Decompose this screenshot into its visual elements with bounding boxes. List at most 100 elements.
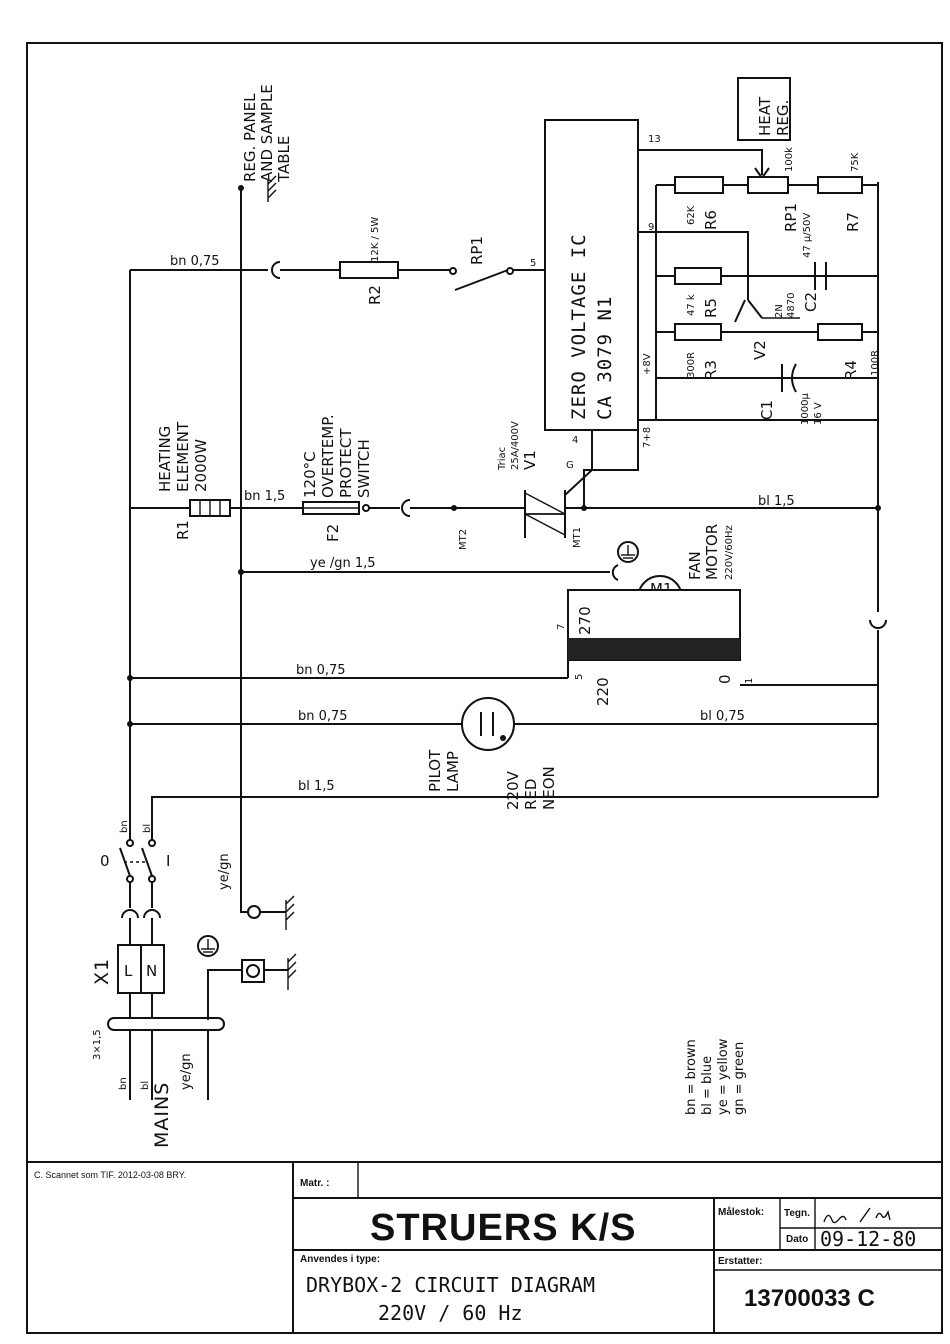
heat-reg-line2: REG. — [774, 100, 792, 136]
gate-label: G — [566, 460, 574, 471]
x1-n: N — [146, 962, 157, 980]
overtemp-line2: OVERTEMP. — [319, 414, 337, 498]
overtemp-line3: PROTECT — [337, 428, 355, 498]
tap-1: 1 — [744, 678, 755, 684]
r7-value: 75K — [850, 152, 861, 172]
connector-f2 — [401, 499, 411, 517]
svg-text:REG. PANEL: REG. PANEL — [241, 93, 259, 182]
heat-reg-line1: HEAT — [756, 96, 774, 136]
company-name: STRUERS K/S — [370, 1207, 636, 1249]
v2-transistor — [734, 299, 800, 323]
r3-resistor — [674, 323, 722, 341]
x1-l: L — [124, 962, 133, 980]
ic-pin-9: 9 — [648, 222, 654, 233]
r2-resistor — [339, 261, 399, 279]
mains-bl-label: bl — [140, 1081, 151, 1090]
color-legend: bn = brown bl = blue ye = yellow gn = gr… — [684, 1038, 747, 1115]
r2-label: R2 — [366, 285, 384, 305]
wire-label-bn075-low: bn 0,75 — [298, 709, 348, 724]
drawing-frame — [26, 42, 943, 1334]
legend-gn: gn = green — [732, 1042, 747, 1115]
r1-label: R1 — [174, 520, 192, 540]
mains-label: MAINS — [151, 1082, 173, 1148]
r6-resistor — [674, 176, 724, 194]
mains-bn-label: bn — [118, 1077, 129, 1090]
r7-resistor — [817, 176, 863, 194]
r7-label: R7 — [844, 212, 862, 232]
tegn-label: Tegn. — [784, 1208, 810, 1219]
earth-terminal-2 — [247, 905, 261, 919]
triac-line1: Triac — [497, 447, 508, 471]
r6-value: 62K — [686, 205, 697, 225]
neon-line1: 220V — [504, 770, 522, 810]
wire-label-yegn15: ye /gn 1,5 — [310, 556, 376, 571]
switch-bn-label: bn — [119, 820, 130, 833]
ic-pin-78: 7+8 — [642, 427, 653, 448]
triac-v1 — [524, 490, 566, 538]
anvendes-label: Anvendes i type: — [300, 1254, 380, 1265]
f2-terminal — [362, 504, 370, 512]
connector-yegn — [611, 564, 619, 581]
v2-value-2: 4870 — [786, 293, 797, 318]
x1-label: X1 — [91, 958, 113, 985]
switch-o-label: 0 — [100, 852, 110, 870]
ic-pin-5: 5 — [530, 258, 536, 269]
ground-symbol-mains — [287, 953, 297, 990]
ic-pin-13: 13 — [648, 134, 661, 145]
tap-7: 7 — [556, 624, 567, 630]
ic-pin-4: 4 — [572, 435, 578, 446]
pilot-line2: LAMP — [444, 751, 462, 792]
c2-value: 47 µ/50V — [802, 213, 813, 258]
wire-bl15-low — [151, 796, 878, 840]
dato-label: Dato — [786, 1234, 808, 1245]
junction-bn-mid — [127, 675, 133, 681]
c1-value-2: 16 V — [813, 402, 824, 425]
wire-mt1-ic — [583, 430, 639, 508]
mains-cable-sleeve — [107, 1017, 225, 1031]
legend-bn: bn = brown — [684, 1039, 699, 1115]
c1-plate-b — [791, 363, 797, 393]
earth-terminal-mains — [241, 959, 265, 983]
fan-line3: 220V/60Hz — [724, 525, 735, 580]
yegn-vertical-label: ye/gn — [217, 853, 232, 890]
f2-label: F2 — [324, 524, 342, 542]
switch-i-label: I — [166, 852, 170, 870]
fan-line2: MOTOR — [703, 524, 721, 580]
rp1-value: 100k — [784, 147, 795, 172]
heat-reg-box — [737, 77, 791, 141]
tap-5: 5 — [574, 674, 585, 680]
connector-right — [869, 619, 887, 629]
overtemp-line1: 120°C — [301, 451, 319, 498]
pilot-lamp — [461, 697, 515, 751]
matr-label: Matr. : — [300, 1178, 329, 1189]
scan-note: C. Scannet som TIF. 2012-03-08 BRY. — [34, 1170, 186, 1180]
main-switch[interactable] — [119, 839, 156, 883]
r2-value: 12K / 5W — [370, 217, 381, 262]
wire-label-bl075: bl 0,75 — [700, 709, 745, 724]
triac-line3: V1 — [521, 450, 539, 470]
ic-line1: ZERO VOLTAGE IC — [568, 233, 590, 420]
svg-text:AND SAMPLE: AND SAMPLE — [258, 84, 276, 182]
heating-line1: HEATING — [156, 426, 174, 492]
wire-label-bl15-top: bl 1,5 — [758, 494, 795, 509]
ground-symbol-top — [267, 175, 277, 202]
c1-label: C1 — [758, 400, 776, 420]
mt1-label: MT1 — [572, 527, 583, 548]
connector-top — [271, 261, 281, 279]
earth-symbol-fan — [617, 541, 639, 563]
c1-value-1: 1000µ — [800, 393, 811, 425]
r3-value: 300R — [686, 352, 697, 378]
r3-label: R3 — [702, 360, 720, 380]
r5-resistor — [674, 267, 722, 285]
tap-220: 220 — [594, 677, 612, 706]
r4-value: 100R — [870, 350, 881, 376]
mt2-dot — [451, 505, 457, 511]
title-line2: 220V / 60 Hz — [378, 1301, 523, 1325]
pilot-line1: PILOT — [426, 749, 444, 792]
connector-x1-bl — [143, 909, 161, 919]
wire-pin13-rp1 — [638, 149, 763, 175]
wire-label-bl15-low: bl 1,5 — [298, 779, 335, 794]
switch-bl-label: bl — [142, 824, 153, 833]
wire-label-bn075-mid: bn 0,75 — [296, 663, 346, 678]
